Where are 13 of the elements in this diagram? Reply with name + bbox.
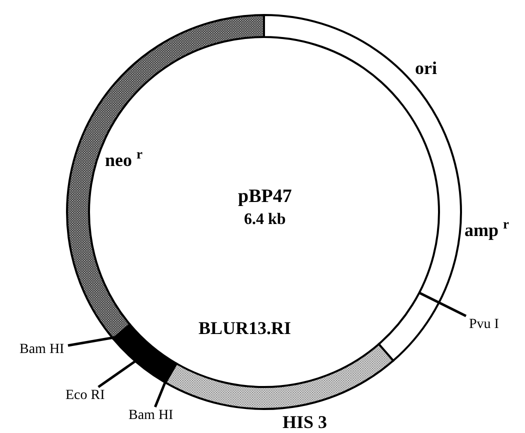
site-label: Bam HI <box>20 343 64 357</box>
leader-line <box>418 292 467 318</box>
plasmid-label: 6.4 kb <box>244 212 286 228</box>
gene-label: amp $^{r}$ <box>464 221 510 239</box>
leader-line <box>68 336 115 347</box>
gene-label: HIS 3 <box>282 413 328 431</box>
gene-label: ori <box>415 59 437 77</box>
site-label: Bam HI <box>128 409 174 423</box>
site-label: Pvu I <box>469 318 499 332</box>
gene-label: BLUR13.RI <box>198 319 292 337</box>
site-label: Eco RI <box>66 389 105 403</box>
plasmid-label: pBP47 <box>238 186 292 206</box>
gene-label: neo $^{r}$ <box>105 151 142 169</box>
